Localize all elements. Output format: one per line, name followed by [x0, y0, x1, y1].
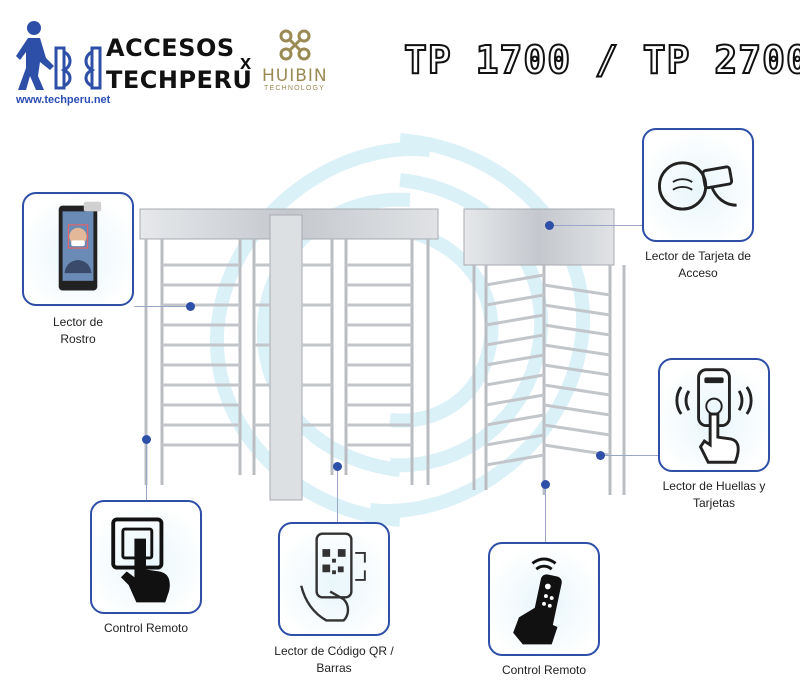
techperu-logo-icon — [16, 21, 102, 90]
partner-subtitle: TECHNOLOGY — [264, 85, 326, 92]
qr-reader-marker — [333, 462, 342, 471]
card-reader-icon — [657, 161, 737, 211]
turnstile-double-image — [139, 208, 439, 501]
remote-control-icon — [513, 557, 562, 645]
push-button-icon — [111, 517, 170, 603]
face-reader-marker — [186, 302, 195, 311]
brand-url[interactable]: www.techperu.net — [16, 94, 111, 106]
face-reader-icon — [58, 201, 102, 291]
partner-name: HUIBIN — [262, 66, 328, 86]
qr-phone-icon — [300, 532, 366, 622]
qr-reader-label: Lector de Código QR / Barras — [274, 644, 394, 675]
fingerprint-reader-label: Lector de Huellas y Tarjetas — [662, 479, 766, 510]
turnstile-single-image — [463, 208, 626, 495]
card-reader-marker — [545, 221, 554, 230]
remote-left-label: Control Remoto — [103, 621, 189, 635]
remote-right-label: Control Remoto — [501, 663, 587, 677]
fingerprint-reader-icon — [675, 368, 753, 464]
brand-name-line2: TECHPERU — [106, 66, 253, 94]
fingerprint-reader-marker — [596, 451, 605, 460]
brand-name-line1: ACCESOS — [106, 34, 235, 62]
face-reader-box — [22, 192, 134, 306]
fingerprint-reader-box — [658, 358, 770, 472]
brand-separator: x — [240, 52, 252, 74]
remote-left-marker — [142, 435, 151, 444]
remote-left-box — [90, 500, 202, 614]
remote-right-marker — [541, 480, 550, 489]
qr-reader-box — [278, 522, 390, 636]
card-reader-box — [642, 128, 754, 242]
huibin-logo-icon — [279, 29, 311, 61]
face-reader-label: Lector de Rostro — [52, 315, 104, 346]
remote-right-box — [488, 542, 600, 656]
model-title: TP 1700 / TP 2700 — [403, 37, 800, 83]
card-reader-label: Lector de Tarjeta de Acceso — [645, 249, 751, 280]
